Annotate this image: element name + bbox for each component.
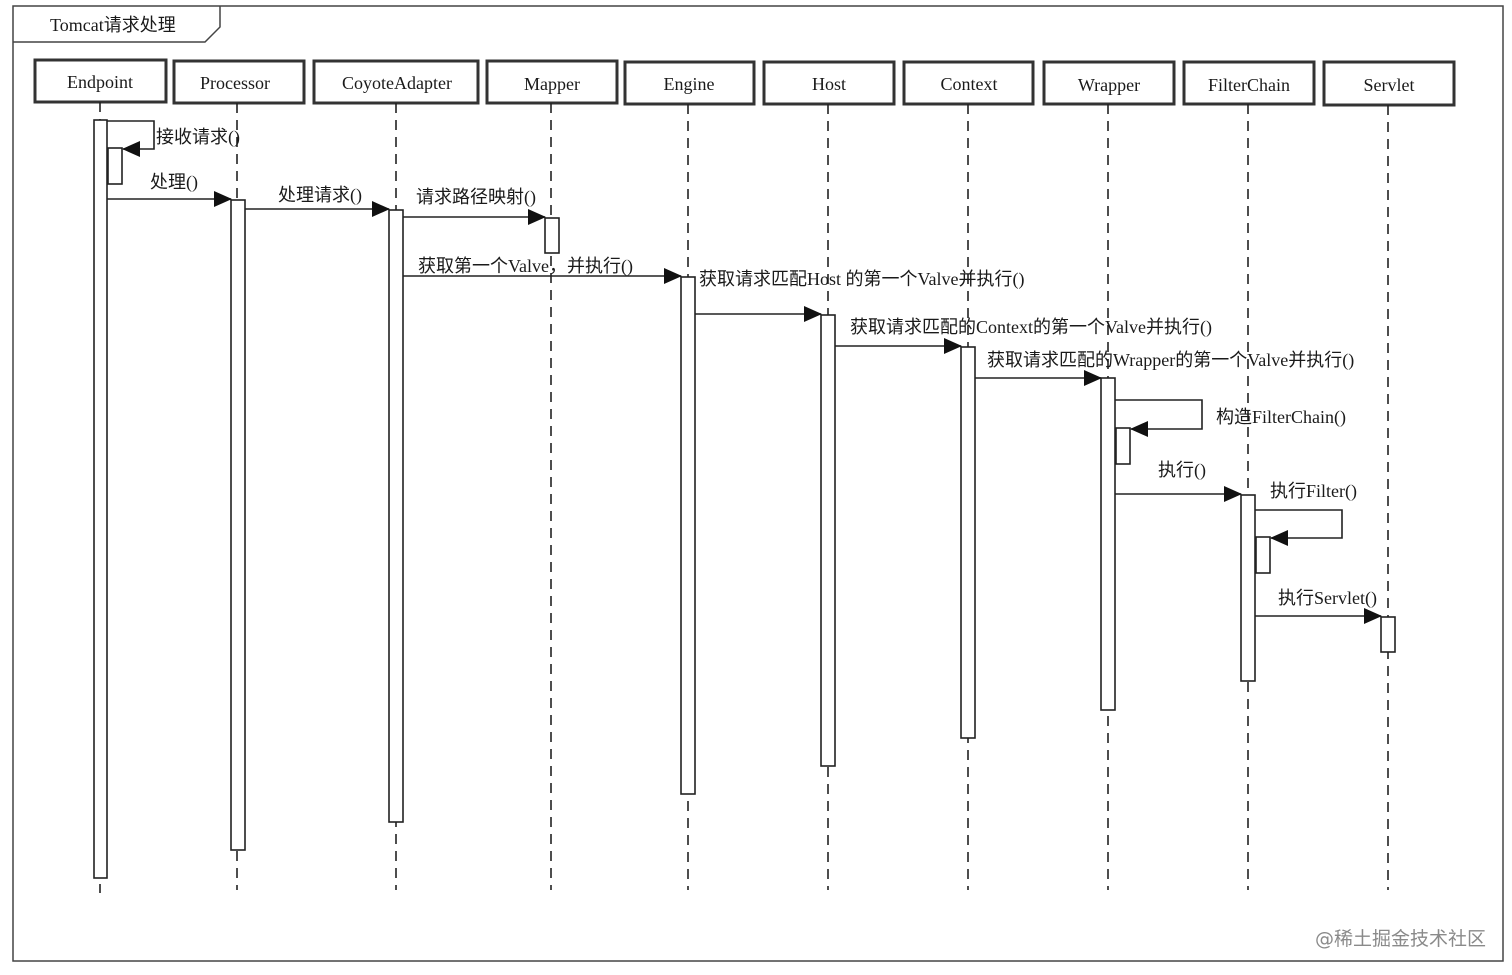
activation-context xyxy=(960,346,976,739)
activation-endpoint xyxy=(93,119,108,879)
participant-label: Wrapper xyxy=(1078,75,1140,95)
participant-box xyxy=(623,60,756,106)
frame-title: Tomcat请求处理 xyxy=(50,15,176,35)
message-label: 获取第一个Valve，并执行() xyxy=(418,256,633,277)
message-label: 获取请求匹配的Wrapper的第一个Valve并执行() xyxy=(987,350,1354,371)
activation-filterchain-self xyxy=(1255,536,1271,574)
message-label: 构造FilterChain() xyxy=(1216,407,1346,428)
diagram-frame: Tomcat请求处理 xyxy=(12,5,1504,962)
participant-endpoint: Endpoint xyxy=(33,58,168,104)
participant-label: FilterChain xyxy=(1208,75,1290,95)
messages xyxy=(107,120,1382,624)
participant-label: CoyoteAdapter xyxy=(342,73,452,93)
message-label: 获取请求匹配的Context的第一个Valve并执行() xyxy=(850,317,1212,338)
activation-engine xyxy=(680,276,696,795)
participant-processor: Processor xyxy=(172,59,306,105)
message-label: 执行Filter() xyxy=(1270,481,1357,502)
participant-box xyxy=(762,60,896,106)
activation-servlet xyxy=(1380,616,1396,653)
activation-host xyxy=(820,314,836,767)
lifelines xyxy=(99,102,1389,893)
participant-label: Processor xyxy=(200,73,270,93)
participant-wrapper: Wrapper xyxy=(1042,60,1176,106)
activation-wrapper xyxy=(1100,377,1116,711)
participant-servlet: Servlet xyxy=(1322,60,1456,107)
frame-title-tab xyxy=(13,6,221,43)
participant-mapper: Mapper xyxy=(485,59,619,105)
message-arrow-self-receive xyxy=(107,120,155,157)
participant-engine: Engine xyxy=(623,60,756,106)
activation-wrapper-self xyxy=(1115,427,1131,465)
frame-border xyxy=(12,5,1504,962)
participant-box xyxy=(33,58,168,104)
message-arrow-execute-filter xyxy=(1255,509,1343,546)
activation-endpoint-self xyxy=(107,147,123,185)
message-label: 请求路径映射() xyxy=(416,187,536,208)
activation-processor xyxy=(230,199,246,851)
watermark-text: @稀土掘金技术社区 xyxy=(1314,928,1486,950)
participant-label: Context xyxy=(941,74,998,94)
participant-label: Servlet xyxy=(1364,75,1415,95)
participant-context: Context xyxy=(902,60,1035,106)
participant-box xyxy=(1042,60,1176,106)
participant-filterchain: FilterChain xyxy=(1182,60,1316,106)
message-label: 获取请求匹配Host 的第一个Valve并执行() xyxy=(699,269,1024,290)
message-arrow-build-filterchain xyxy=(1115,399,1203,437)
activation-mapper xyxy=(544,217,560,254)
participant-host: Host xyxy=(762,60,896,106)
participant-box xyxy=(312,59,480,105)
activations xyxy=(93,119,1396,879)
message-label: 执行Servlet() xyxy=(1278,588,1377,609)
message-label: 执行() xyxy=(1158,460,1206,481)
message-label: 处理() xyxy=(150,172,198,193)
message-label: 接收请求() xyxy=(156,127,240,148)
participant-label: Host xyxy=(812,74,846,94)
participant-box xyxy=(1182,60,1316,106)
message-labels: 接收请求() 处理() 处理请求() 请求路径映射() 获取第一个Valve，并… xyxy=(150,127,1377,609)
message-label: 处理请求() xyxy=(278,185,362,206)
participant-coyoteadapter: CoyoteAdapter xyxy=(312,59,480,105)
participant-box xyxy=(902,60,1035,106)
activation-coyoteadapter xyxy=(388,209,404,823)
participant-box xyxy=(1322,60,1456,107)
participant-label: Engine xyxy=(664,74,715,94)
participant-label: Mapper xyxy=(524,74,580,94)
activation-filterchain xyxy=(1240,494,1256,682)
participant-label: Endpoint xyxy=(67,72,133,92)
participant-box xyxy=(172,59,306,105)
participant-box xyxy=(485,59,619,105)
